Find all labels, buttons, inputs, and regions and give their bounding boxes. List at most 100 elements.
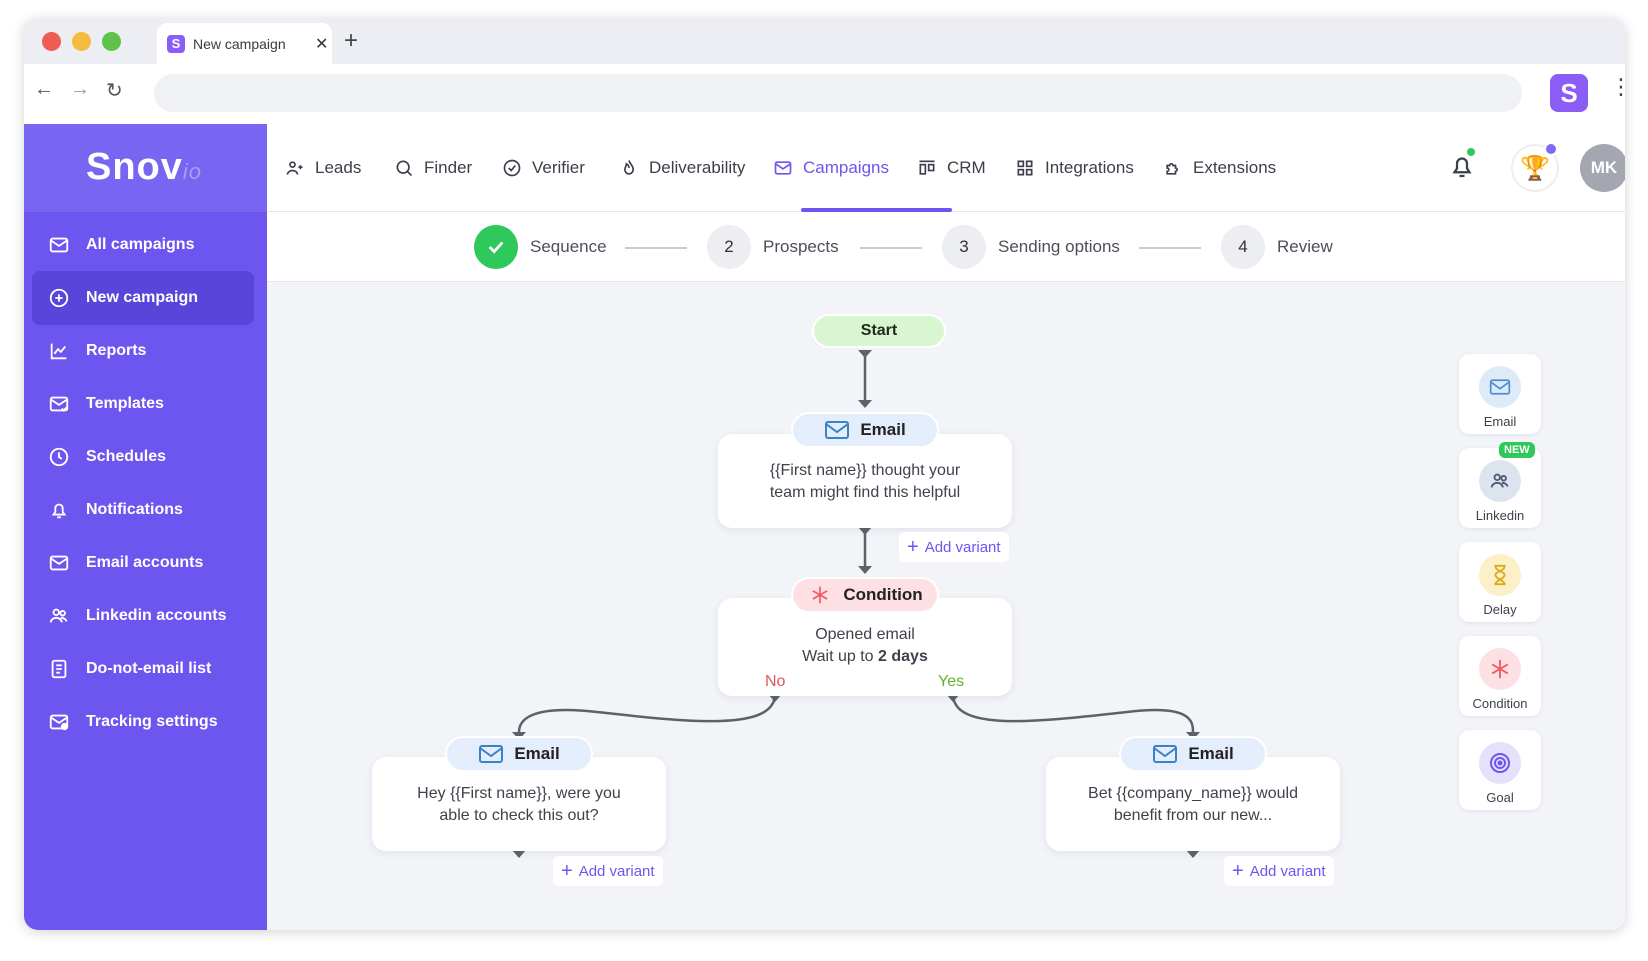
sidebar-item-linkedin-accounts[interactable]: Linkedin accounts [32,589,254,643]
favicon-icon: S [167,34,185,53]
snov-logo[interactable]: Snovio [86,146,202,189]
browser-toolbar: ← → ↻ S ⋮ [24,64,1625,124]
nav-item-leads[interactable]: Leads [285,124,361,212]
condition-wait-text: Wait up to 2 days [718,646,1012,668]
nav-item-verifier[interactable]: Verifier [502,124,585,212]
tab-title: New campaign [193,35,286,52]
active-tab-indicator [801,208,952,212]
sidebar-item-templates[interactable]: Templates [32,377,254,431]
reload-icon[interactable]: ↻ [106,80,123,102]
nav-item-campaigns[interactable]: Campaigns [773,124,889,212]
search-icon [396,160,413,177]
notifications-bell-icon[interactable] [1447,151,1477,181]
sidebar-item-notifications[interactable]: Notifications [32,483,254,537]
nav-item-deliverability[interactable]: Deliverability [619,124,745,212]
plus-circle-icon [49,288,69,308]
tracking-envelope-icon [49,714,69,731]
palette-label: Goal [1486,790,1514,805]
palette-item-condition[interactable]: Condition [1459,636,1541,716]
logo-strip [24,124,267,212]
close-icon[interactable]: ✕ [315,35,329,53]
trophy-badge-dot [1544,142,1558,156]
palette-label: Linkedin [1475,508,1525,523]
email-step-card-no-branch[interactable]: Hey {{First name}}, were you able to che… [372,757,666,851]
step-number-prospects[interactable]: 2 [707,225,751,269]
step-connector [625,247,687,249]
email-step-header[interactable]: Email [1119,736,1267,772]
snov-extension-icon[interactable]: S [1550,74,1588,112]
start-node[interactable]: Start [812,314,946,348]
sidebar-item-do-not-email-list[interactable]: Do-not-email list [32,642,254,696]
plus-icon: + [561,859,573,882]
step-label-sending-options[interactable]: Sending options [998,237,1120,256]
step-connector [1139,247,1201,249]
palette-item-goal[interactable]: Goal [1459,730,1541,810]
palette-item-linkedin[interactable]: NEW Linkedin [1459,442,1541,528]
back-arrow-icon[interactable]: ← [34,78,54,100]
email-step-card[interactable]: {{First name}} thought your team might f… [718,434,1012,528]
envelope-icon [479,745,504,763]
sidebar-item-tracking-settings[interactable]: Tracking settings [32,695,254,749]
step-label-sequence[interactable]: Sequence [530,237,607,256]
envelope-icon [825,421,850,439]
branch-label-no: No [765,673,786,690]
envelope-icon [774,161,792,175]
condition-text: Opened email [815,626,915,643]
nav-item-finder[interactable]: Finder [394,124,472,212]
envelope-icon [1153,745,1178,763]
step-number-sending-options[interactable]: 3 [942,225,986,269]
step-sequence-check[interactable] [474,225,518,269]
condition-step-header[interactable]: Condition [791,577,939,613]
sidebar-item-reports[interactable]: Reports [32,324,254,378]
email-step-header[interactable]: Email [791,412,939,448]
add-variant-button[interactable]: +Add variant [899,532,1009,562]
branch-label-yes: Yes [938,673,965,690]
close-window-button[interactable] [42,32,61,51]
add-variant-label: Add variant [1249,862,1326,880]
template-envelope-icon [49,396,69,412]
sidebar-item-schedules[interactable]: Schedules [32,430,254,484]
palette-label: Delay [1483,602,1517,617]
nav-item-extensions[interactable]: Extensions [1163,124,1276,212]
sidebar-item-email-accounts[interactable]: Email accounts [32,536,254,590]
sidebar-item-new-campaign[interactable]: New campaign [32,271,254,325]
flow-canvas[interactable]: Start {{First name}} thought your team m… [267,282,1625,930]
check-icon [488,241,504,254]
chart-icon [50,343,67,360]
condition-step-card[interactable]: Opened email Wait up to 2 days [718,598,1012,696]
email-step-header[interactable]: Email [445,736,593,772]
email-body-line: Hey {{First name}}, were you [417,785,621,802]
email-step-card-yes-branch[interactable]: Bet {{company_name}} would benefit from … [1046,757,1340,851]
step-label-prospects[interactable]: Prospects [763,237,839,256]
add-variant-button[interactable]: +Add variant [1224,856,1334,886]
puzzle-icon [1166,163,1178,175]
forward-arrow-icon[interactable]: → [70,78,90,100]
clock-icon [49,447,69,467]
nav-item-crm[interactable]: CRM [917,124,986,212]
sidebar-item-label: Templates [86,395,164,412]
grid-icon [1017,160,1033,176]
email-body-line: team might find this helpful [769,484,961,501]
avatar[interactable]: MK [1580,144,1625,192]
new-tab-plus-icon[interactable]: + [344,27,359,54]
browser-menu-icon[interactable]: ⋮ [1610,74,1625,99]
nav-item-integrations[interactable]: Integrations [1015,124,1134,212]
envelope-icon [49,555,69,571]
email-body-line: able to check this out? [439,807,599,824]
users-icon [286,161,303,175]
browser-tab[interactable]: S New campaign ✕ [157,23,332,64]
step-label-review[interactable]: Review [1277,237,1333,256]
minimize-window-button[interactable] [72,32,91,51]
plus-icon: + [907,535,919,558]
nav-label: Integrations [1045,158,1134,177]
step-number-review[interactable]: 4 [1221,225,1265,269]
palette-item-email[interactable]: Email [1459,354,1541,434]
sidebar-item-label: Reports [86,342,147,359]
maximize-window-button[interactable] [102,32,121,51]
sidebar-item-all-campaigns[interactable]: All campaigns [32,218,254,272]
add-variant-button[interactable]: +Add variant [553,856,663,886]
address-bar[interactable] [154,74,1522,112]
email-step-title: Email [514,744,560,763]
palette-item-delay[interactable]: Delay [1459,542,1541,622]
users-icon [49,608,68,623]
